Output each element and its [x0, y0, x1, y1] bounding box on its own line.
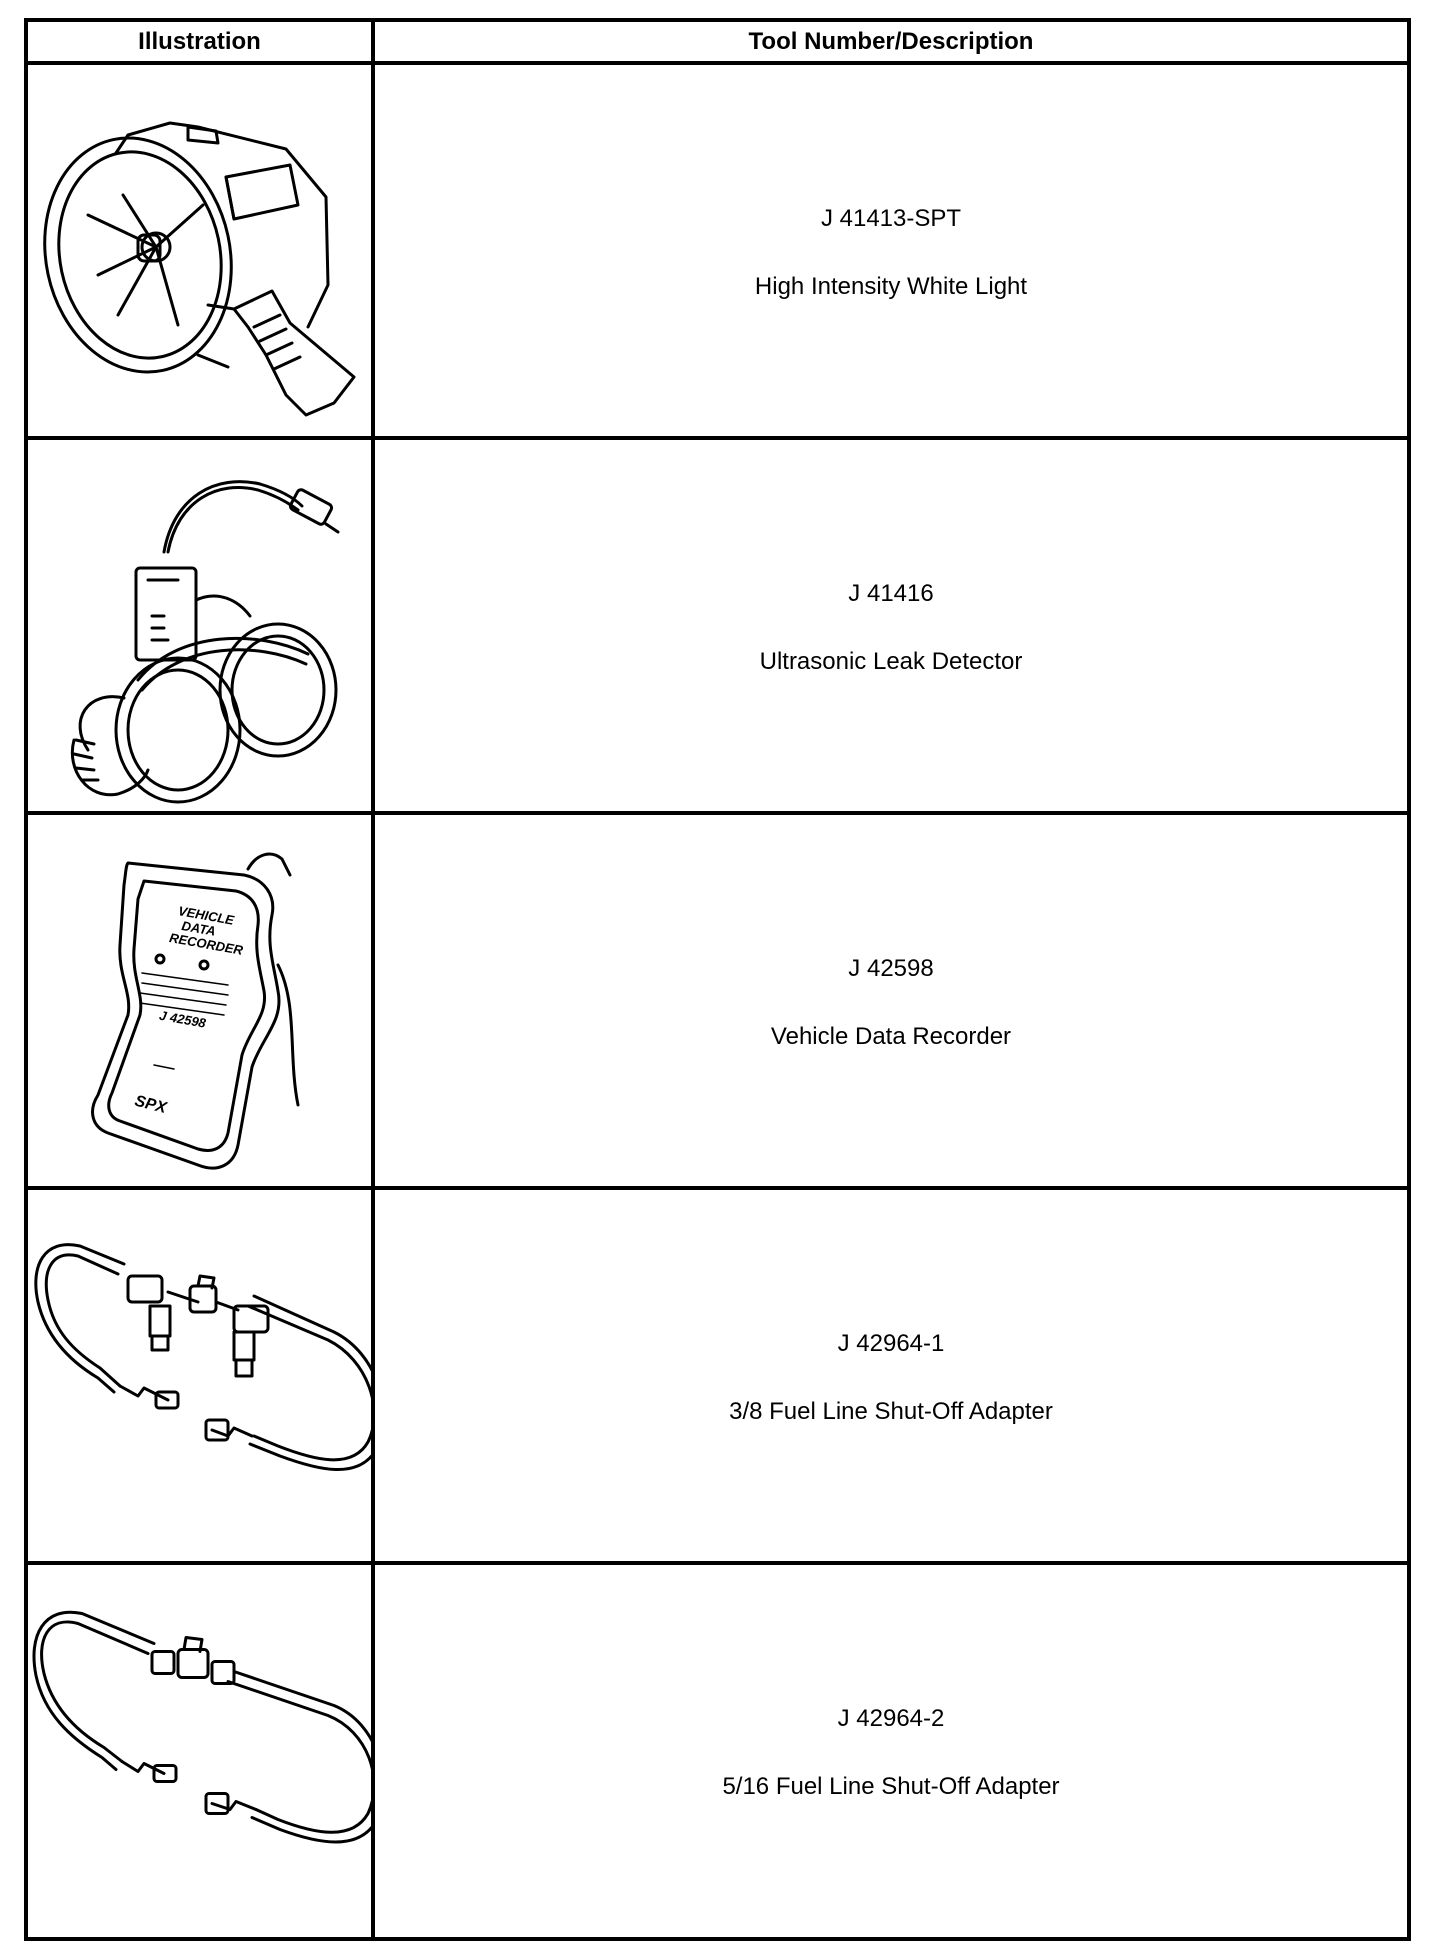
tool-description: 3/8 Fuel Line Shut-Off Adapter	[729, 1398, 1053, 1425]
illustration-cell	[28, 1190, 371, 1561]
tool-description: Ultrasonic Leak Detector	[759, 648, 1023, 675]
tool-number: J 41413-SPT	[820, 205, 962, 232]
illustration-cell	[28, 1565, 371, 1937]
tool-description: Vehicle Data Recorder	[770, 1023, 1012, 1050]
recorder-label-text: VEHICLE DATA RECORDER J 42598 SPX	[133, 903, 245, 1117]
table-row: J 42964-1 3/8 Fuel Line Shut-Off Adapter	[28, 1190, 1407, 1565]
recorder-brand: SPX	[133, 1093, 169, 1118]
tool-number: J 42964-1	[837, 1330, 945, 1357]
table-row: J 41413-SPT High Intensity White Light	[28, 65, 1407, 440]
table-header: Illustration Tool Number/Description	[28, 22, 1407, 65]
description-cell: J 42964-1 3/8 Fuel Line Shut-Off Adapter	[375, 1190, 1407, 1561]
spotlight-icon	[43, 121, 356, 417]
header-tool-description: Tool Number/Description	[748, 28, 1034, 55]
table-row: J 42964-2 5/16 Fuel Line Shut-Off Adapte…	[28, 1565, 1407, 1937]
recorder-label-line: DATA	[181, 918, 217, 939]
table-row: VEHICLE DATA RECORDER J 42598 SPX J 4259…	[28, 815, 1407, 1190]
table-row: J 41416 Ultrasonic Leak Detector	[28, 440, 1407, 815]
data-recorder-icon: VEHICLE DATA RECORDER J 42598 SPX	[91, 852, 300, 1170]
fuel-adapter-icon	[34, 1243, 371, 1471]
illustration-cell	[28, 65, 371, 436]
tool-number: J 41416	[848, 580, 934, 607]
description-cell: J 41413-SPT High Intensity White Light	[375, 65, 1407, 436]
description-cell: J 42598 Vehicle Data Recorder	[375, 815, 1407, 1186]
tool-description: 5/16 Fuel Line Shut-Off Adapter	[722, 1773, 1060, 1800]
leak-detector-icon	[70, 480, 340, 804]
tool-table: Illustration Tool Number/Description J 4	[24, 18, 1411, 1941]
column-divider	[371, 22, 375, 1937]
illustration-cell	[28, 440, 371, 811]
fuel-adapter-icon	[32, 1610, 371, 1844]
header-illustration: Illustration	[138, 28, 261, 55]
tool-number: J 42598	[848, 955, 934, 982]
tool-number: J 42964-2	[837, 1705, 945, 1732]
description-cell: J 42964-2 5/16 Fuel Line Shut-Off Adapte…	[375, 1565, 1407, 1937]
description-cell: J 41416 Ultrasonic Leak Detector	[375, 440, 1407, 811]
illustration-cell: VEHICLE DATA RECORDER J 42598 SPX	[28, 815, 371, 1186]
tool-description: High Intensity White Light	[754, 273, 1028, 300]
